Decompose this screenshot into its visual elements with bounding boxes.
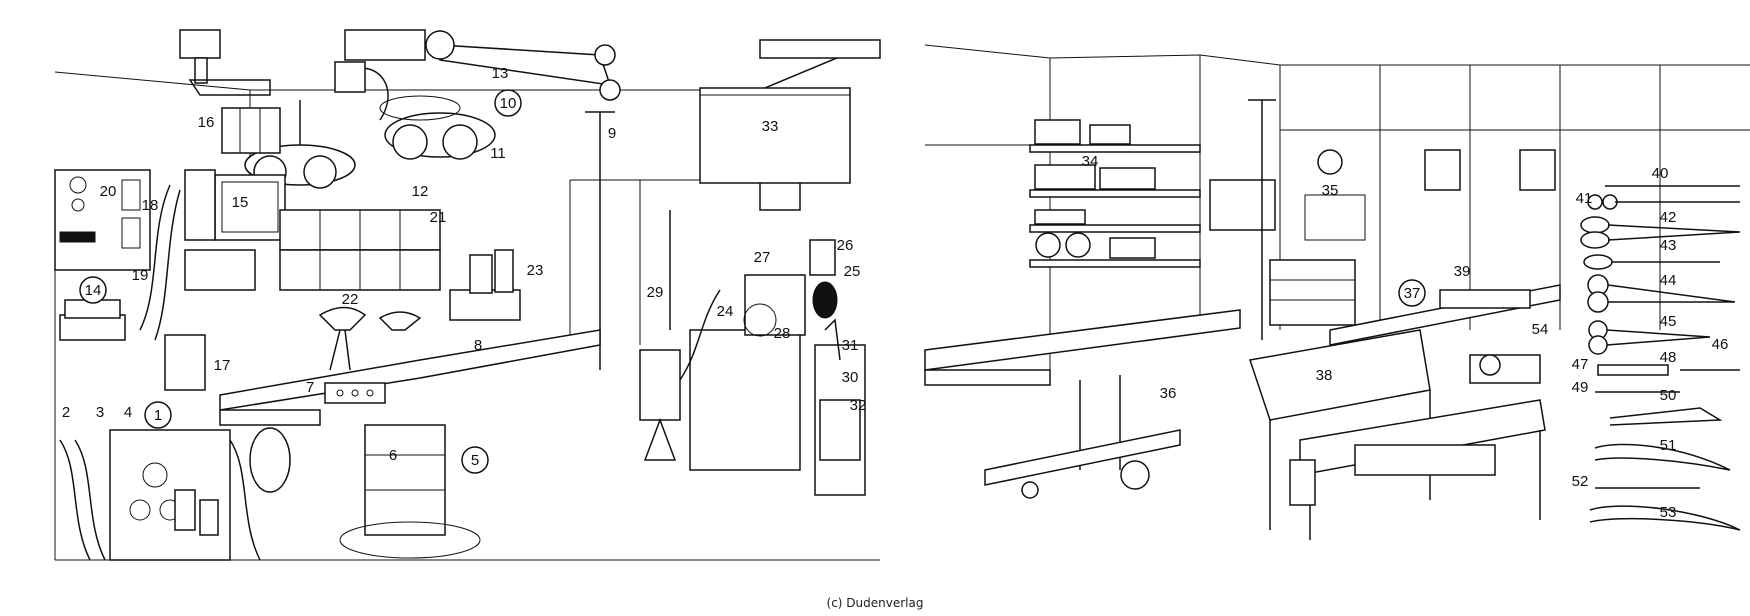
callout-number-29: 29 (647, 284, 664, 301)
callout-number-40: 40 (1652, 165, 1669, 182)
callout-number-12: 12 (412, 183, 429, 200)
callout-circle-1 (144, 401, 172, 429)
callout-number-10: 10 (500, 95, 517, 112)
callout-circle-10 (494, 89, 522, 117)
callout-number-28: 28 (774, 325, 791, 342)
callout-number-48: 48 (1660, 349, 1677, 366)
callout-number-23: 23 (527, 262, 544, 279)
callout-number-27: 27 (754, 249, 771, 266)
callout-circle-5 (461, 446, 489, 474)
callout-number-39: 39 (1454, 263, 1471, 280)
callout-number-22: 22 (342, 291, 359, 308)
callout-number-47: 47 (1572, 356, 1589, 373)
callout-number-54: 54 (1532, 321, 1549, 338)
operating-room-illustration (54, 29, 881, 561)
callout-number-37: 37 (1404, 285, 1421, 302)
callout-number-14: 14 (85, 282, 102, 299)
callout-number-43: 43 (1660, 237, 1677, 254)
callout-number-15: 15 (232, 194, 249, 211)
callout-number-52: 52 (1572, 473, 1589, 490)
callout-number-33: 33 (762, 118, 779, 135)
callout-number-53: 53 (1660, 504, 1677, 521)
callout-number-4: 4 (124, 404, 132, 421)
callout-number-3: 3 (96, 404, 104, 421)
callout-number-36: 36 (1160, 385, 1177, 402)
callout-number-26: 26 (837, 237, 854, 254)
callout-number-35: 35 (1322, 182, 1339, 199)
callout-number-32: 32 (850, 397, 867, 414)
callout-number-19: 19 (132, 267, 149, 284)
callout-circle-37 (1398, 279, 1426, 307)
callout-number-20: 20 (100, 183, 117, 200)
callout-number-1: 1 (154, 407, 162, 424)
right-panel-callouts: 34 35 36 37 38 39 40 41 42 43 44 45 46 47 48 49 50 51 52 53… (1082, 153, 1729, 521)
callout-number-16: 16 (198, 114, 215, 131)
callout-number-13: 13 (492, 65, 509, 82)
scissors-instruments (1580, 194, 1741, 531)
callout-number-50: 50 (1660, 387, 1677, 404)
callout-number-6: 6 (389, 447, 397, 464)
callout-number-21: 21 (430, 209, 447, 226)
callout-number-11: 11 (490, 145, 506, 162)
callout-number-18: 18 (142, 197, 159, 214)
callout-number-42: 42 (1660, 209, 1677, 226)
callout-number-31: 31 (842, 337, 859, 354)
callout-number-25: 25 (844, 263, 861, 280)
callout-number-17: 17 (214, 357, 231, 374)
callout-number-8: 8 (474, 337, 482, 354)
callout-number-38: 38 (1316, 367, 1333, 384)
callout-number-46: 46 (1712, 336, 1729, 353)
preparation-room-illustration (924, 44, 1750, 540)
callout-number-34: 34 (1082, 153, 1099, 170)
copyright-credit: (c) Dudenverlag (826, 596, 924, 610)
callout-number-41: 41 (1576, 190, 1593, 207)
callout-number-51: 51 (1660, 437, 1677, 454)
callout-circle-14 (79, 276, 107, 304)
callout-number-30: 30 (842, 369, 859, 386)
callout-number-44: 44 (1660, 272, 1677, 289)
callout-number-45: 45 (1660, 313, 1677, 330)
callout-number-24: 24 (717, 303, 734, 320)
callout-number-49: 49 (1572, 379, 1589, 396)
callout-number-2: 2 (62, 404, 70, 421)
callout-number-5: 5 (471, 452, 479, 469)
callout-number-7: 7 (306, 379, 314, 396)
callout-number-9: 9 (608, 125, 616, 142)
